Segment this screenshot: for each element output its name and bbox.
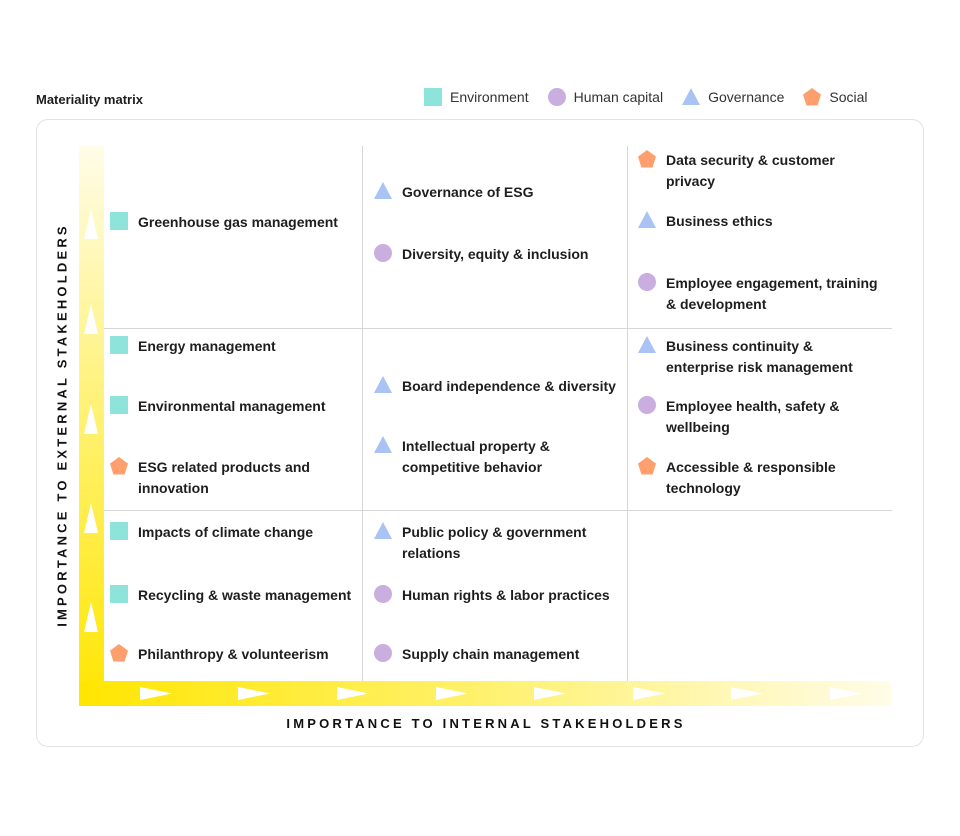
matrix-item: Philanthropy & volunteerism bbox=[110, 644, 356, 665]
matrix-item: Diversity, equity & inclusion bbox=[374, 244, 620, 265]
pentagon-icon bbox=[803, 88, 822, 106]
triangle-icon bbox=[682, 88, 701, 105]
legend-label-human-capital: Human capital bbox=[573, 89, 664, 105]
item-label: Energy management bbox=[138, 338, 276, 354]
matrix-item: Governance of ESG bbox=[374, 182, 620, 203]
item-label: Accessible & responsible technology bbox=[666, 459, 836, 496]
triangle-icon bbox=[374, 182, 392, 199]
circle-icon bbox=[638, 273, 656, 291]
up-arrow-icon bbox=[84, 209, 98, 239]
matrix-item: Business continuity & enterprise risk ma… bbox=[638, 336, 878, 378]
pentagon-icon bbox=[110, 457, 128, 475]
item-label: Greenhouse gas management bbox=[138, 214, 338, 230]
y-axis-label: IMPORTANCE TO EXTERNAL STAKEHOLDERS bbox=[54, 223, 70, 627]
legend-label-governance: Governance bbox=[708, 89, 785, 105]
triangle-icon bbox=[638, 211, 656, 228]
square-icon bbox=[424, 88, 442, 106]
item-label: Employee engagement, training & developm… bbox=[666, 275, 878, 312]
pentagon-icon bbox=[110, 644, 128, 662]
square-icon bbox=[110, 212, 128, 230]
square-icon bbox=[110, 585, 128, 603]
legend-item-social: Social bbox=[803, 88, 868, 106]
matrix-item: Data security & customer privacy bbox=[638, 150, 878, 192]
item-label: Environmental management bbox=[138, 398, 326, 414]
legend-item-governance: Governance bbox=[682, 88, 784, 106]
matrix-item: Impacts of climate change bbox=[110, 522, 356, 543]
matrix-item: Employee engagement, training & developm… bbox=[638, 273, 878, 315]
matrix-item: Intellectual property & competitive beha… bbox=[374, 436, 584, 478]
matrix-item: Recycling & waste management bbox=[110, 585, 362, 606]
matrix-title: Materiality matrix bbox=[36, 92, 143, 107]
square-icon bbox=[110, 336, 128, 354]
item-label: Human rights & labor practices bbox=[402, 587, 610, 603]
legend-label-environment: Environment bbox=[450, 89, 529, 105]
matrix-panel bbox=[36, 119, 924, 747]
pentagon-icon bbox=[638, 457, 656, 475]
circle-icon bbox=[374, 244, 392, 262]
item-label: Diversity, equity & inclusion bbox=[402, 246, 589, 262]
up-arrow-icon bbox=[84, 503, 98, 533]
item-label: Recycling & waste management bbox=[138, 587, 352, 603]
grid-divider-vertical-2 bbox=[627, 146, 628, 681]
right-arrow-icon bbox=[731, 687, 763, 700]
grid-divider-vertical-1 bbox=[362, 146, 363, 681]
matrix-item: Board independence & diversity bbox=[374, 376, 620, 397]
item-label: ESG related products and innovation bbox=[138, 459, 310, 496]
legend: Environment Human capital Governance Soc… bbox=[424, 88, 868, 106]
right-arrow-icon bbox=[633, 687, 665, 700]
square-icon bbox=[110, 396, 128, 414]
matrix-item: Environmental management bbox=[110, 396, 356, 417]
legend-item-environment: Environment bbox=[424, 88, 529, 106]
grid-divider-horizontal-1 bbox=[104, 328, 892, 329]
legend-item-human-capital: Human capital bbox=[547, 88, 664, 106]
grid-divider-horizontal-2 bbox=[104, 510, 892, 511]
item-label: Employee health, safety & wellbeing bbox=[666, 398, 840, 435]
item-label: Business continuity & enterprise risk ma… bbox=[666, 338, 853, 375]
legend-label-social: Social bbox=[829, 89, 868, 105]
matrix-item: Supply chain management bbox=[374, 644, 620, 665]
right-arrow-icon bbox=[436, 687, 468, 700]
matrix-item: Public policy & government relations bbox=[374, 522, 620, 564]
matrix-item: Accessible & responsible technology bbox=[638, 457, 858, 499]
item-label: Public policy & government relations bbox=[402, 524, 587, 561]
triangle-icon bbox=[374, 436, 392, 453]
pentagon-icon bbox=[638, 150, 656, 168]
right-arrow-icon bbox=[337, 687, 369, 700]
item-label: Intellectual property & competitive beha… bbox=[402, 438, 550, 475]
item-label: Data security & customer privacy bbox=[666, 152, 835, 189]
up-arrow-icon bbox=[84, 404, 98, 434]
right-arrow-icon bbox=[830, 687, 862, 700]
matrix-item: Human rights & labor practices bbox=[374, 585, 626, 606]
triangle-icon bbox=[374, 522, 392, 539]
item-label: Business ethics bbox=[666, 213, 773, 229]
matrix-item: Energy management bbox=[110, 336, 356, 357]
right-arrow-icon bbox=[534, 687, 566, 700]
item-label: Board independence & diversity bbox=[402, 378, 616, 394]
matrix-item: Business ethics bbox=[638, 211, 878, 232]
matrix-item: ESG related products and innovation bbox=[110, 457, 340, 499]
circle-icon bbox=[547, 88, 566, 106]
circle-icon bbox=[638, 396, 656, 414]
matrix-item: Greenhouse gas management bbox=[110, 212, 356, 233]
right-arrow-icon bbox=[140, 687, 172, 700]
item-label: Impacts of climate change bbox=[138, 524, 314, 540]
right-arrow-icon bbox=[238, 687, 270, 700]
circle-icon bbox=[374, 585, 392, 603]
item-label: Governance of ESG bbox=[402, 184, 534, 200]
circle-icon bbox=[374, 644, 392, 662]
x-axis-label: IMPORTANCE TO INTERNAL STAKEHOLDERS bbox=[286, 716, 686, 731]
square-icon bbox=[110, 522, 128, 540]
triangle-icon bbox=[374, 376, 392, 393]
item-label: Supply chain management bbox=[402, 646, 580, 662]
up-arrow-icon bbox=[84, 602, 98, 632]
matrix-item: Employee health, safety & wellbeing bbox=[638, 396, 858, 438]
up-arrow-icon bbox=[84, 304, 98, 334]
item-label: Philanthropy & volunteerism bbox=[138, 646, 329, 662]
triangle-icon bbox=[638, 336, 656, 353]
